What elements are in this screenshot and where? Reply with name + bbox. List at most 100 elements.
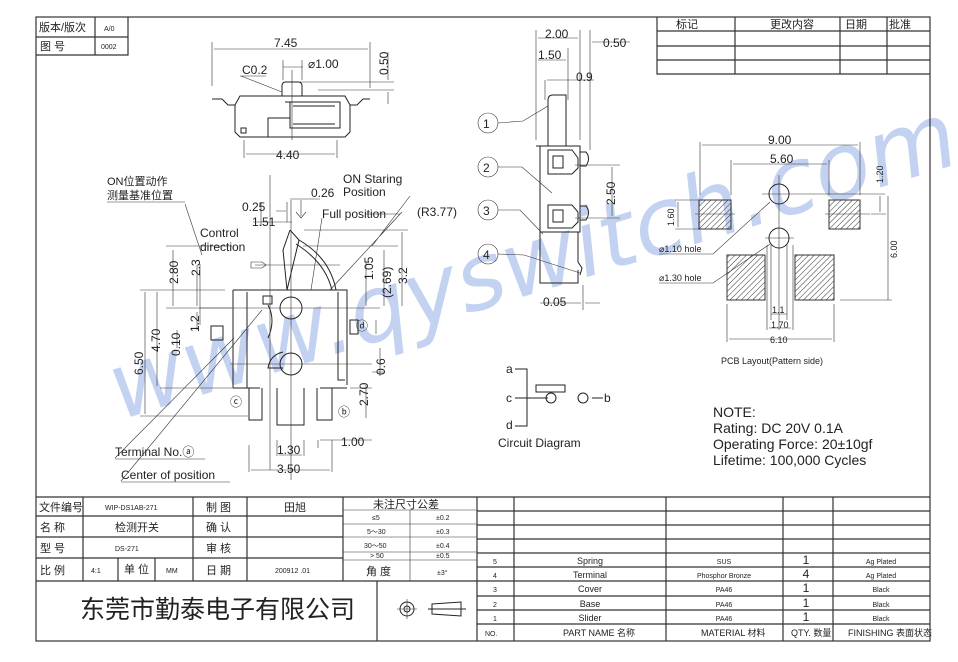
confirm-label: 确 认 bbox=[206, 521, 231, 534]
dim-0-6: 0.6 bbox=[374, 358, 388, 375]
dim-c0-2: C0.2 bbox=[242, 63, 268, 77]
pcb-layout: 9.00 5.60 1.20 1.60 6.00 ⌀1.10 hole ⌀1.3… bbox=[659, 133, 899, 366]
parts-cell-finish: Black bbox=[872, 616, 890, 623]
sheet-border bbox=[35, 16, 931, 642]
parts-cell-finish: Black bbox=[872, 602, 890, 609]
unit-value: MM bbox=[166, 568, 178, 575]
revision-header-mark: 标记 bbox=[676, 17, 698, 31]
tol-range-5: 角 度 bbox=[366, 564, 391, 578]
title-block: 文件编号 WIP-DS1AB-271 名 称 检测开关 型 号 DS-271 比… bbox=[36, 496, 930, 641]
company-name: 东莞市勤泰电子有限公司 bbox=[80, 596, 355, 624]
revision-header-date: 日期 bbox=[845, 18, 867, 31]
circuit-caption: Circuit Diagram bbox=[498, 436, 581, 450]
terminal-b-marker: ⓑ bbox=[338, 405, 350, 419]
version-label: 版本/版次 bbox=[39, 20, 86, 34]
callout-circle-3 bbox=[477, 199, 499, 221]
parts-cell-no: 4 bbox=[493, 573, 497, 580]
callout-circle-4 bbox=[477, 243, 499, 265]
pcb-caption: PCB Layout(Pattern side) bbox=[721, 356, 823, 366]
callout-3: 3 bbox=[483, 204, 490, 218]
label-direction: direction bbox=[200, 240, 245, 254]
parts-cell-qty: 1 bbox=[803, 610, 810, 624]
circuit-terminal-d: d bbox=[506, 418, 513, 432]
dim-2-3: 2.3 bbox=[189, 259, 203, 276]
parts-header-qty: QTY. 数量 bbox=[791, 627, 831, 638]
label-hole-1-10: ⌀1.10 hole bbox=[659, 244, 701, 254]
label-full-position: Full position bbox=[322, 207, 386, 221]
label-terminal-no: Terminal No.ⓐ bbox=[115, 445, 194, 459]
unit-label: 单 位 bbox=[124, 562, 149, 576]
parts-cell-qty: 4 bbox=[803, 567, 810, 581]
name-label: 名 称 bbox=[40, 520, 65, 534]
dim-3-50: 3.50 bbox=[277, 462, 301, 476]
tol-value-1: ±0.2 bbox=[436, 515, 450, 522]
circuit-terminal-a: a bbox=[506, 362, 513, 376]
parts-table-row: 4 Terminal Phosphor Bronze 4 Ag Plated bbox=[493, 567, 896, 581]
tol-value-2: ±0.3 bbox=[436, 529, 450, 536]
dim-1-20: 1.20 bbox=[875, 165, 885, 183]
dim-2-70: 2.70 bbox=[357, 382, 371, 406]
dim-1-60: 1.60 bbox=[666, 208, 676, 226]
callout-circle-2 bbox=[477, 156, 499, 178]
parts-cell-qty: 1 bbox=[803, 596, 810, 610]
terminal-d-marker: ⓓ bbox=[356, 319, 368, 333]
label-position: Position bbox=[343, 185, 386, 199]
dim-2-69: (2.69) bbox=[380, 267, 394, 298]
parts-cell-no: 5 bbox=[493, 559, 497, 566]
parts-cell-finish: Black bbox=[872, 587, 890, 594]
dim-0-10: 0.10 bbox=[169, 332, 183, 356]
front-view: ON位置动作 测量基准位置 ON Staring Position Full p… bbox=[107, 172, 457, 483]
tol-range-1: ≤5 bbox=[372, 515, 380, 522]
tol-range-2: 5～30 bbox=[367, 529, 386, 536]
dim-9-00: 9.00 bbox=[768, 133, 792, 147]
dim-1-2: 1.2 bbox=[188, 315, 202, 332]
circuit-diagram: a c d b Circuit Diagram bbox=[498, 362, 611, 450]
dim-1-00: 1.00 bbox=[341, 435, 365, 449]
parts-cell-material: PA46 bbox=[716, 616, 733, 623]
parts-cell-qty: 1 bbox=[803, 581, 810, 595]
tol-value-4: ±0.5 bbox=[436, 553, 450, 560]
parts-cell-name: Slider bbox=[578, 613, 601, 623]
tol-value-5: ±3° bbox=[437, 569, 448, 577]
dim-0-26: 0.26 bbox=[311, 186, 335, 200]
parts-cell-no: 2 bbox=[493, 602, 497, 609]
dim-2-80: 2.80 bbox=[167, 260, 181, 284]
parts-cell-no: 1 bbox=[493, 616, 497, 623]
callout-2: 2 bbox=[483, 161, 490, 175]
model-value: DS-271 bbox=[115, 546, 139, 553]
note-operating-force: Operating Force: 20±10gf bbox=[713, 436, 873, 452]
dim-r3-77: (R3.77) bbox=[417, 205, 457, 219]
label-control: Control bbox=[200, 226, 239, 240]
dim-dia-1-00: ⌀1.00 bbox=[308, 57, 339, 71]
dim-5-60: 5.60 bbox=[770, 152, 794, 166]
dim-4-70: 4.70 bbox=[149, 328, 163, 352]
parts-cell-material: PA46 bbox=[716, 602, 733, 609]
header-box: 版本/版次 A/0 图 号 0002 bbox=[36, 17, 129, 56]
pcb-pad bbox=[794, 254, 835, 301]
date-value: 200912 .01 bbox=[275, 568, 310, 575]
spec-note: NOTE: Rating: DC 20V 0.1A Operating Forc… bbox=[713, 404, 873, 468]
dim-0-50-side: 0.50 bbox=[603, 36, 627, 50]
callout-circle-1 bbox=[477, 112, 499, 134]
dim-0-05: 0.05 bbox=[543, 295, 567, 309]
parts-cell-material: Phosphor Bronze bbox=[697, 573, 751, 580]
parts-cell-name: Terminal bbox=[573, 570, 607, 580]
note-cn-on-position: ON位置动作 bbox=[107, 174, 168, 188]
dim-6-50: 6.50 bbox=[132, 351, 146, 375]
dim-1-30: 1.30 bbox=[277, 443, 301, 457]
dim-0-9: 0.9 bbox=[576, 70, 593, 84]
parts-header-no: NO. bbox=[485, 631, 498, 638]
label-center-of-position: Center of position bbox=[121, 468, 215, 482]
pcb-pad bbox=[726, 254, 766, 301]
parts-header-material: MATERIAL 材料 bbox=[701, 627, 766, 638]
parts-cell-name: Cover bbox=[578, 584, 602, 594]
drawn-value: 田旭 bbox=[284, 500, 306, 514]
tolerance-title: 未注尺寸公差 bbox=[373, 497, 439, 511]
projection-symbol bbox=[397, 599, 466, 619]
review-label: 审 核 bbox=[206, 541, 231, 555]
parts-cell-finish: Ag Plated bbox=[866, 573, 896, 580]
